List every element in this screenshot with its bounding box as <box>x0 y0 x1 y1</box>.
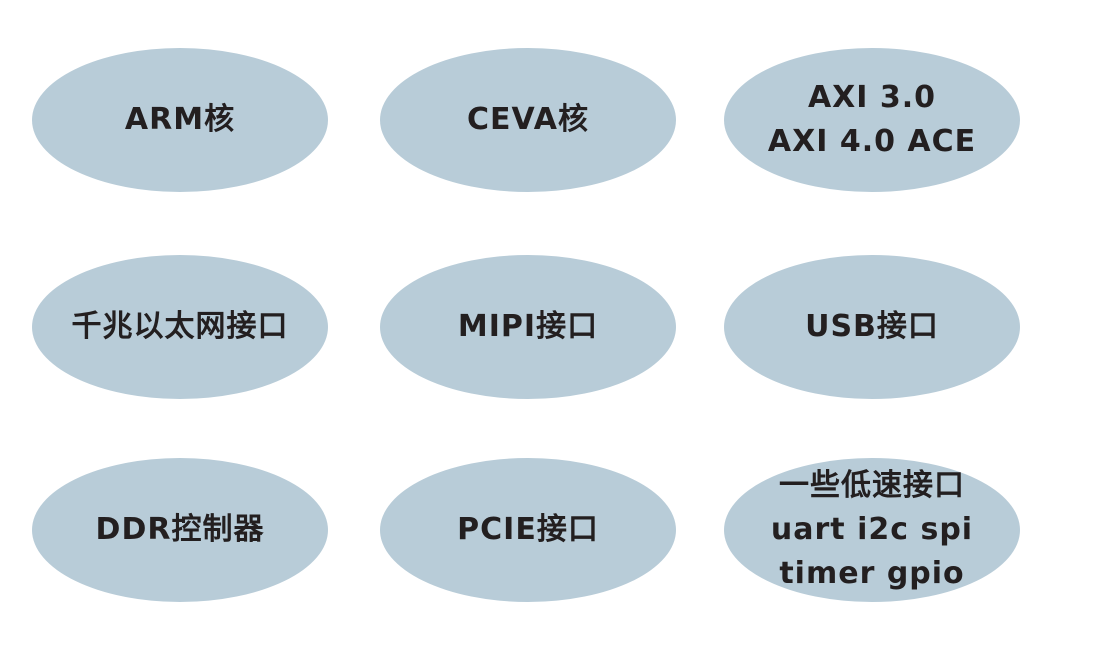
node-pcie: PCIE接口 <box>380 458 676 602</box>
node-label-line-1: 一些低速接口 <box>779 468 965 503</box>
node-low-speed: 一些低速接口 uart i2c spi timer gpio <box>724 458 1020 602</box>
node-usb: USB接口 <box>724 255 1020 399</box>
node-axi: AXI 3.0 AXI 4.0 ACE <box>724 48 1020 192</box>
node-label-line-1: AXI 3.0 <box>807 80 937 115</box>
node-label: 千兆以太网接口 <box>71 309 289 344</box>
node-arm-core: ARM核 <box>32 48 328 192</box>
node-ceva-core: CEVA核 <box>380 48 676 192</box>
node-mipi: MIPI接口 <box>380 255 676 399</box>
node-label-line-2: AXI 4.0 ACE <box>767 124 977 159</box>
node-label: MIPI接口 <box>457 309 599 344</box>
node-label: USB接口 <box>805 309 939 344</box>
node-label: CEVA核 <box>467 102 589 137</box>
node-ddr-controller: DDR控制器 <box>32 458 328 602</box>
node-label: DDR控制器 <box>95 512 265 547</box>
node-gigabit-ethernet: 千兆以太网接口 <box>32 255 328 399</box>
node-label: PCIE接口 <box>457 512 599 547</box>
node-label-line-3: timer gpio <box>779 556 965 591</box>
node-label: ARM核 <box>124 102 236 137</box>
node-label-line-2: uart i2c spi <box>770 512 974 547</box>
